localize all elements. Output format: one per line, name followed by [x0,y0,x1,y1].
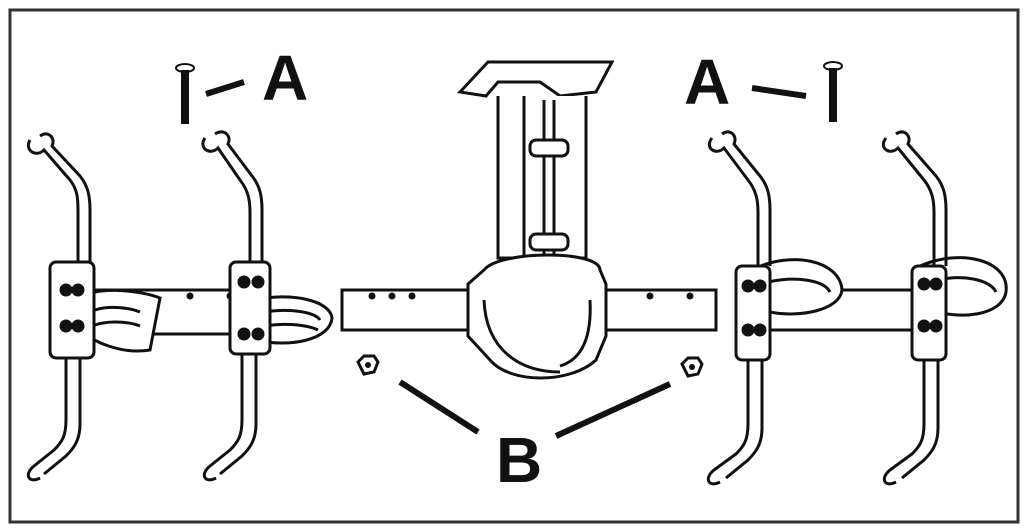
tine-assembly-left [26,130,334,482]
nut-icon [356,354,380,376]
nut-icon [680,356,704,378]
leader-line-a-left [205,79,245,97]
callout-label-a-left: A [262,42,309,114]
gearbox [340,60,718,380]
diagram-border [8,8,1020,524]
callout-label-a-right: A [684,46,731,118]
leader-line-a-right [751,85,807,99]
callout-label-b: B [496,424,543,496]
bolt-icon [175,63,195,124]
leader-line-b-right [554,381,672,439]
bolt-icon [823,61,843,122]
leader-line-b-left [398,379,480,435]
tine-assembly-right [706,130,1008,486]
